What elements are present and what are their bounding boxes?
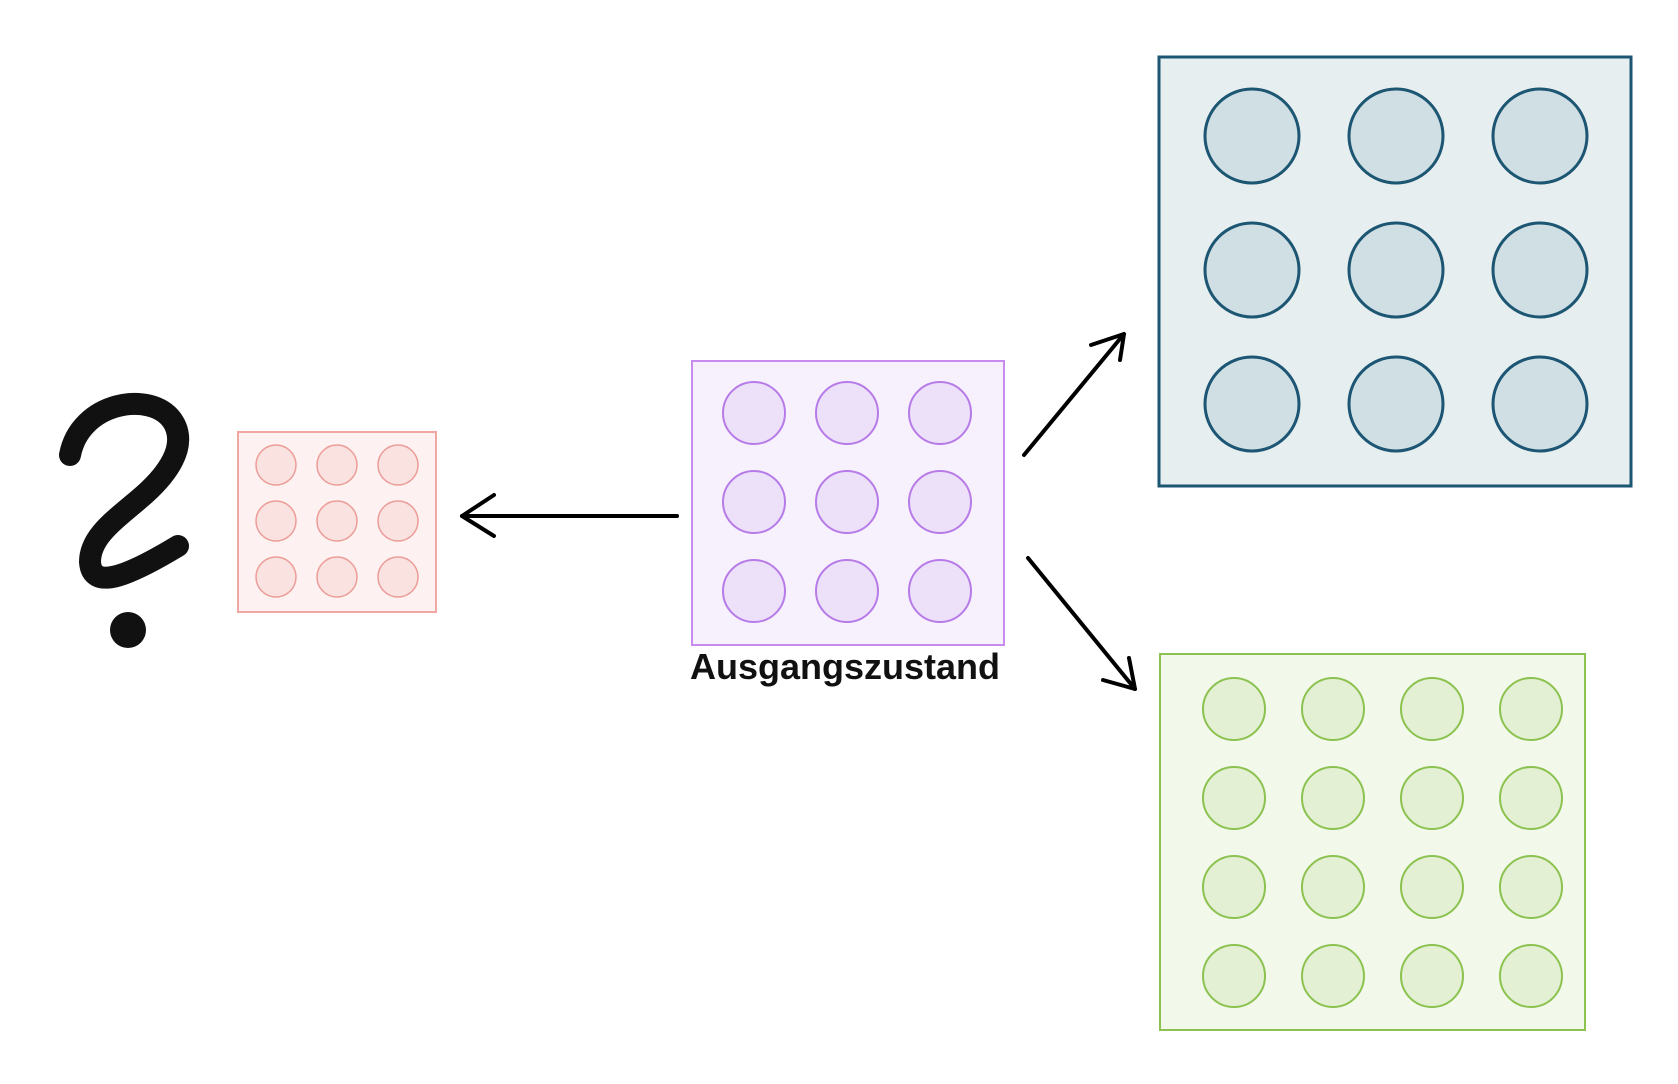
top-right-circle [1203,355,1301,453]
top-right-circle [1347,355,1445,453]
center-circle [815,559,879,623]
center-circle [815,470,879,534]
bottom-right-circle [1202,944,1266,1008]
arrow-left [460,493,679,538]
top-right-circle [1491,221,1589,319]
bottom-right-circle [1400,944,1464,1008]
bottom-right-circle [1202,766,1266,830]
bottom-right-circle [1301,855,1365,919]
arrow-up-right [1022,332,1126,457]
bottom-right-circle [1499,944,1563,1008]
center-circle [722,381,786,445]
center-circle [908,559,972,623]
left-circle [316,556,358,598]
bottom-right-circle [1301,944,1365,1008]
left-circle [377,556,419,598]
bottom-right-circle [1400,855,1464,919]
top-right-circle [1203,87,1301,185]
initial-state-label: Ausgangszustand [690,646,1000,687]
center-circle [722,559,786,623]
left-circle [316,444,358,486]
bottom-right-circle [1301,677,1365,741]
arrow-down-right [1026,556,1137,691]
left-circle [255,444,297,486]
left-circle [377,500,419,542]
shrunk-state-circles [255,444,419,598]
left-circle [377,444,419,486]
left-circle [255,500,297,542]
bottom-right-circle [1400,766,1464,830]
top-right-circle [1491,355,1589,453]
center-circle [722,470,786,534]
bottom-right-circle [1202,855,1266,919]
center-circle [815,381,879,445]
top-right-circle [1491,87,1589,185]
left-circle [255,556,297,598]
bottom-right-circle [1499,766,1563,830]
bottom-right-circle [1400,677,1464,741]
question-mark-icon [59,392,190,648]
top-right-circle [1347,221,1445,319]
left-circle [316,500,358,542]
multiplied-state-circles [1202,677,1563,1008]
bottom-right-circle [1499,855,1563,919]
bottom-right-circle [1499,677,1563,741]
initial-state-circles [722,381,972,623]
top-right-circle [1347,87,1445,185]
center-circle [908,381,972,445]
center-circle [908,470,972,534]
bottom-right-circle [1301,766,1365,830]
bottom-right-circle [1202,677,1266,741]
enlarged-state-circles [1203,87,1589,453]
top-right-circle [1203,221,1301,319]
